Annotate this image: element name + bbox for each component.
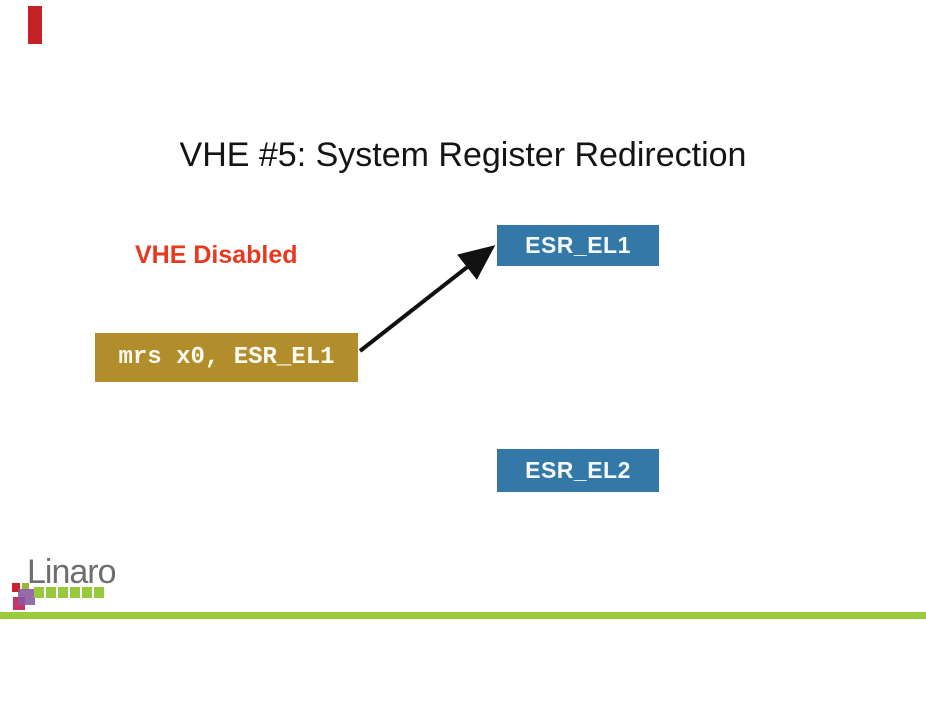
register-box-esr-el2: ESR_EL2 — [497, 449, 659, 492]
page-title: VHE #5: System Register Redirection — [179, 136, 747, 174]
footer-accent-line — [0, 612, 926, 619]
red-annotation-marker — [28, 6, 42, 44]
register-label-esr-el2: ESR_EL2 — [525, 457, 631, 483]
logo-square-olive-icon — [22, 583, 29, 590]
logo-green-squares-icon — [34, 587, 104, 598]
register-label-esr-el1: ESR_EL1 — [525, 232, 631, 258]
instruction-box: mrs x0, ESR_EL1 — [95, 333, 358, 382]
instruction-code: mrs x0, ESR_EL1 — [118, 344, 335, 371]
logo-square-purple-icon — [18, 589, 35, 605]
state-label: VHE Disabled — [135, 241, 298, 269]
logo-square-red-icon — [12, 583, 20, 592]
linaro-logo-text: Linaro — [27, 553, 117, 591]
register-box-esr-el1: ESR_EL1 — [497, 225, 659, 266]
redirect-arrow — [358, 245, 496, 353]
